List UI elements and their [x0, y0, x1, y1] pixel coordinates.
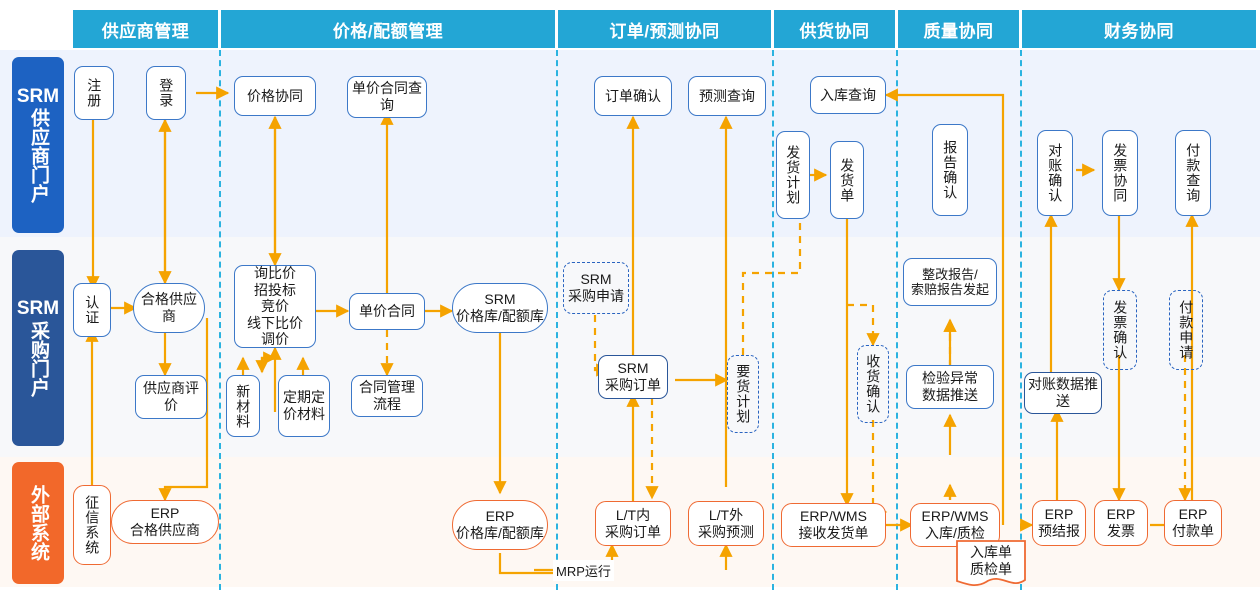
node-demand-plan[interactable]: 要货计划	[727, 355, 759, 433]
row-label-srm-purchasing-portal: SRM 采购门户	[12, 250, 64, 446]
node-login[interactable]: 登录	[146, 66, 186, 120]
node-periodic-priced-material[interactable]: 定期定价材料	[278, 375, 330, 437]
node-erp-qualified-supplier[interactable]: ERP 合格供应商	[111, 500, 219, 544]
node-erp-pre-settlement[interactable]: ERP 预结报	[1032, 500, 1086, 546]
node-unit-price-contract-query[interactable]: 单价合同查询	[347, 76, 427, 118]
row-label-external-system: 外部系统	[12, 462, 64, 584]
document-shape-icon	[956, 540, 1026, 587]
row-label-en: SRM	[16, 85, 60, 107]
row-band-purchasing-portal	[0, 237, 1260, 457]
column-header-supply-collab: 供货协同	[774, 10, 895, 48]
node-unit-price-contract[interactable]: 单价合同	[349, 293, 425, 330]
node-delivery-plan[interactable]: 发货计划	[776, 131, 810, 219]
node-payment-request[interactable]: 付款申请	[1169, 290, 1203, 370]
column-header-order-forecast-collab: 订单/预测协同	[558, 10, 771, 48]
row-label-cn: 采购门户	[27, 320, 49, 397]
node-payment-query[interactable]: 付款查询	[1175, 130, 1211, 216]
node-srm-purchase-order[interactable]: SRM 采购订单	[598, 355, 668, 399]
row-label-cn: 供应商门户	[27, 108, 49, 204]
column-header-supplier-management: 供应商管理	[73, 10, 218, 48]
column-header-finance-collab: 财务协同	[1022, 10, 1256, 48]
node-contract-mgmt-process[interactable]: 合同管理流程	[351, 375, 423, 417]
node-supplier-evaluation[interactable]: 供应商评价	[135, 375, 207, 419]
row-label-srm-supplier-portal: SRM 供应商门户	[12, 57, 64, 233]
column-separator-4	[896, 50, 898, 590]
node-erp-wms-receive-delivery[interactable]: ERP/WMS 接收发货单	[781, 503, 886, 547]
node-erp-wms-inbound-qc[interactable]: ERP/WMS 入库/质检	[910, 503, 1000, 547]
node-erp-price-quota-lib[interactable]: ERP 价格库/配额库	[452, 500, 548, 550]
node-inquiry-bidding[interactable]: 询比价 招投标 竞价 线下比价 调价	[234, 265, 316, 348]
row-label-cn: 外部系统	[27, 485, 49, 561]
node-forecast-query[interactable]: 预测查询	[688, 76, 766, 116]
node-srm-purchase-request[interactable]: SRM 采购申请	[563, 262, 629, 314]
node-qualified-supplier[interactable]: 合格供应商	[133, 283, 205, 333]
node-certification[interactable]: 认证	[73, 283, 111, 337]
column-header-quality-collab: 质量协同	[898, 10, 1019, 48]
row-label-en: SRM	[16, 298, 60, 320]
column-separator-2	[556, 50, 558, 590]
node-credit-system[interactable]: 征信系统	[73, 485, 111, 565]
node-lt-in-purchase-order[interactable]: L/T内 采购订单	[595, 501, 671, 546]
node-reconcile-data-push[interactable]: 对账数据推送	[1024, 372, 1102, 414]
column-separator-5	[1020, 50, 1022, 590]
node-delivery-note[interactable]: 发货单	[830, 141, 864, 219]
node-reconcile-confirm[interactable]: 对账确认	[1037, 130, 1073, 216]
node-price-collab[interactable]: 价格协同	[234, 76, 316, 116]
node-new-material[interactable]: 新材料	[226, 375, 260, 437]
node-rectification-claim-report[interactable]: 整改报告/ 索赔报告发起	[903, 258, 997, 306]
node-inbound-query[interactable]: 入库查询	[810, 76, 886, 114]
node-register[interactable]: 注册	[74, 66, 114, 120]
node-invoice-collab[interactable]: 发票协同	[1102, 130, 1138, 216]
column-separator-1	[219, 50, 221, 590]
node-report-confirm[interactable]: 报告确认	[932, 124, 968, 216]
node-erp-payment-order[interactable]: ERP 付款单	[1164, 500, 1222, 546]
node-erp-invoice[interactable]: ERP 发票	[1094, 500, 1148, 546]
label-mrp-run: MRP运行	[553, 560, 614, 581]
node-srm-price-quota-lib[interactable]: SRM 价格库/配额库	[452, 283, 548, 333]
node-receipt-confirm[interactable]: 收货确认	[857, 345, 889, 423]
node-inspection-abnormal-push[interactable]: 检验异常 数据推送	[906, 365, 994, 409]
node-order-confirm[interactable]: 订单确认	[594, 76, 672, 116]
node-invoice-confirm[interactable]: 发票确认	[1103, 290, 1137, 370]
node-inbound-qc-document[interactable]: 入库单 质检单	[956, 540, 1026, 590]
node-lt-out-purchase-forecast[interactable]: L/T外 采购预测	[688, 501, 764, 546]
column-separator-3	[772, 50, 774, 590]
column-header-price-quota-management: 价格/配额管理	[221, 10, 555, 48]
